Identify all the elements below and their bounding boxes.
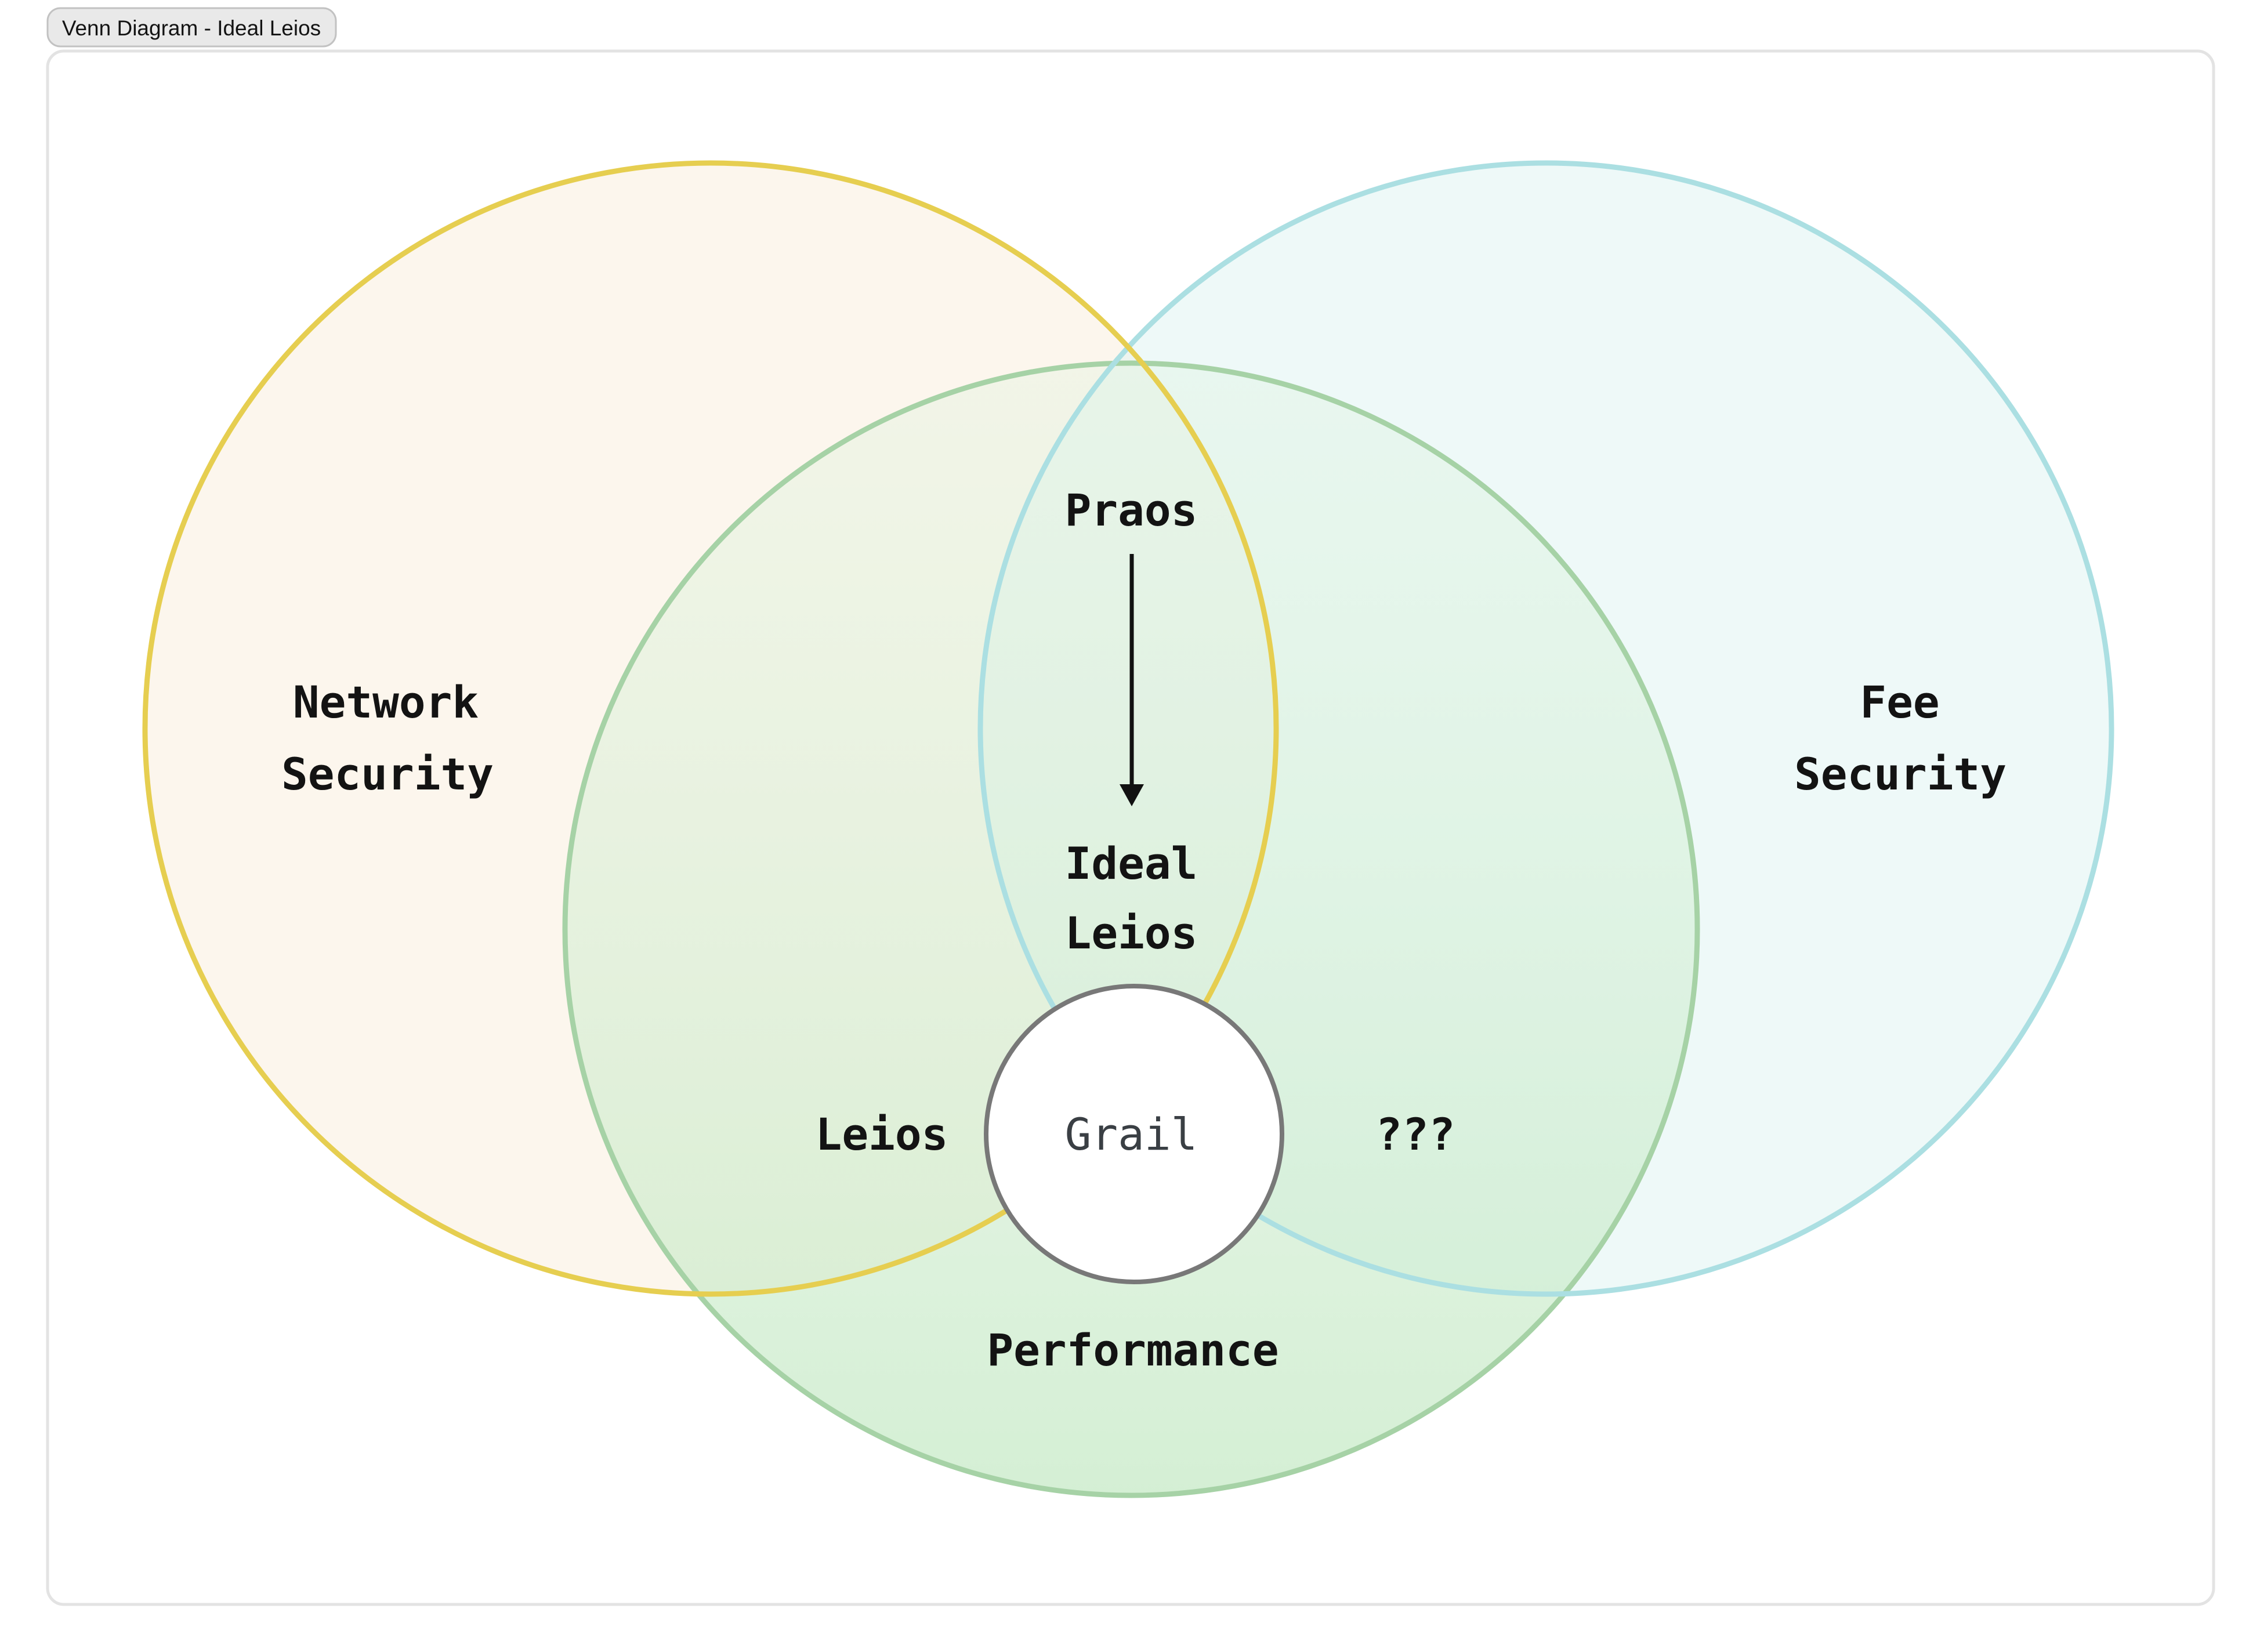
performance-label: Performance — [987, 1324, 1279, 1376]
praos-label: Praos — [1065, 484, 1198, 536]
leios-label: Leios — [816, 1108, 948, 1160]
fee-label-line1: Fee — [1860, 676, 1939, 728]
performance-circle-outline — [562, 360, 1700, 1498]
network-label-line2: Security — [281, 748, 494, 800]
arrow-head — [1120, 784, 1144, 806]
fee-security-circle-outline — [977, 160, 2114, 1297]
ideal-leios-label-line1: Ideal — [1065, 838, 1198, 889]
unknown-label: ??? — [1375, 1108, 1455, 1160]
performance-circle — [565, 363, 1697, 1495]
network-security-circle-outline — [142, 160, 1279, 1297]
grail-circle — [984, 984, 1284, 1284]
fee-label-line2: Security — [1794, 748, 2007, 800]
network-label-line1: Network — [293, 676, 479, 728]
arrow-praos-to-ideal-leios — [1120, 554, 1144, 806]
grail-label: Grail — [1065, 1108, 1198, 1160]
tab-venn-diagram[interactable]: Venn Diagram - Ideal Leios — [46, 7, 337, 48]
tab-title[interactable]: Venn Diagram - Ideal Leios — [62, 16, 321, 40]
ideal-leios-label-line2: Leios — [1065, 907, 1198, 959]
tab-pill[interactable] — [46, 7, 337, 48]
